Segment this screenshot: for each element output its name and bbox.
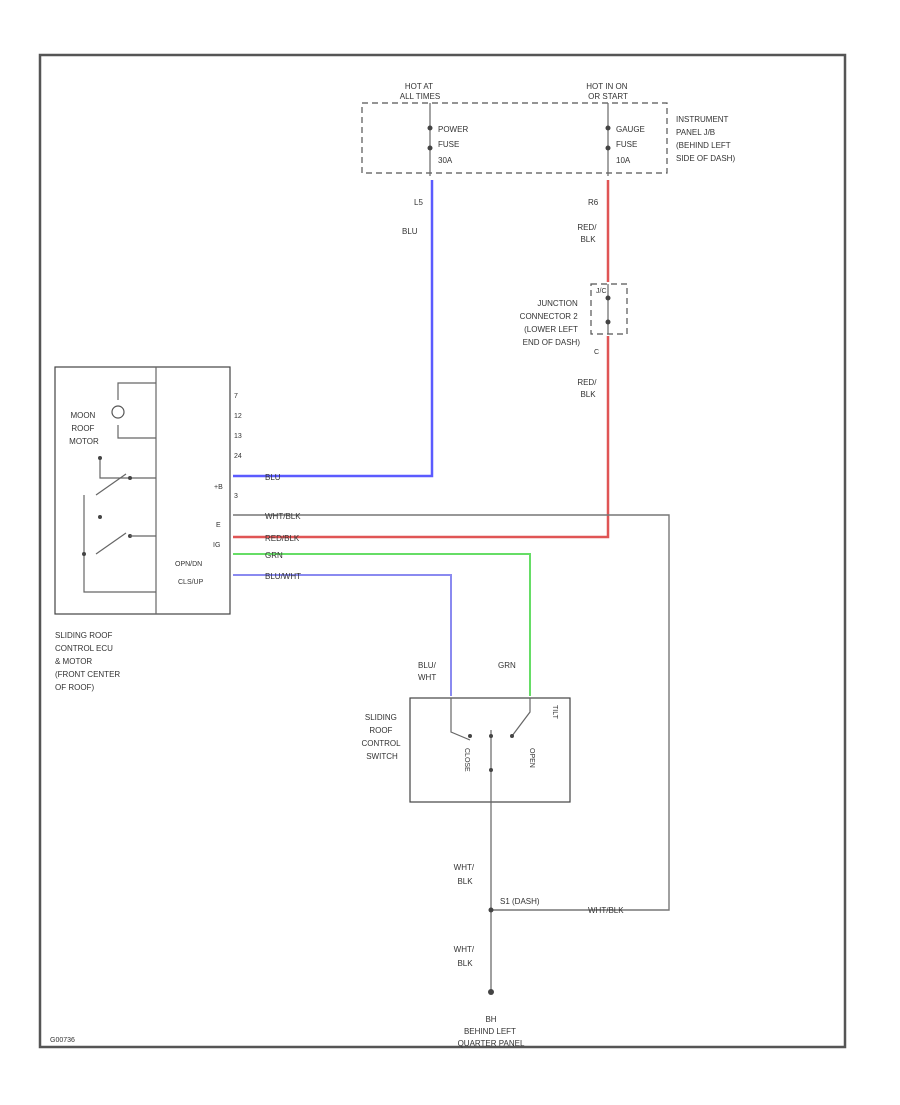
junction-node-bottom [605, 319, 611, 325]
ecu-relay-contact-upper [95, 473, 127, 496]
wire-wht-blk-ecu [233, 514, 670, 911]
junction-top-pin: J/C [596, 288, 607, 295]
wire-ground-color-2: WHT/ BLK [454, 945, 477, 968]
ground-label: BEHIND LEFT QUARTER PANEL [458, 1027, 525, 1048]
ecu-pin-e: E [216, 522, 221, 529]
wire-gauge-pin: R6 [588, 198, 599, 207]
switch-tilt-label: TILT [551, 705, 558, 720]
wire-blu-wht [233, 574, 452, 696]
fuse-header-right: HOT IN ON OR START [586, 82, 629, 101]
switch-close-label: CLOSE [463, 748, 470, 772]
ecu-box [54, 366, 231, 615]
ground-icon [488, 989, 494, 995]
diagram-frame [38, 53, 847, 1049]
wire-gauge-color-2: RED/ BLK [577, 378, 598, 399]
wire-ecu-blu-wht-label: BLU/WHT [265, 572, 301, 581]
wire-blu-power [233, 180, 434, 478]
ecu-close-up: CLS/UP [178, 579, 204, 586]
junction-node-top [605, 295, 611, 301]
ecu-pin-24: 24 [234, 453, 242, 460]
fuse-header-left: HOT AT ALL TIMES [400, 82, 440, 101]
ecu-pin-ig: IG [213, 542, 220, 549]
ecu-pin-13: 13 [234, 433, 242, 440]
ecu-pin-7: 7 [234, 393, 238, 400]
ecu-relay-upper [99, 458, 156, 479]
gauge-fuse-node-top [605, 125, 611, 131]
junction-label: JUNCTION CONNECTOR 2 (LOWER LEFT END OF … [520, 299, 581, 347]
wire-power-pin: L5 [414, 198, 423, 207]
switch-node-open [510, 734, 514, 738]
motor-icon [111, 405, 125, 419]
wire-sw-grn-label: GRN [498, 661, 516, 670]
ground-id: BH [485, 1015, 496, 1024]
fuse-box [361, 102, 668, 174]
switch-node-common [489, 734, 493, 738]
wire-gauge-color-1: RED/ BLK [577, 223, 598, 244]
wire-ecu-blu-label: BLU [265, 473, 281, 482]
ecu-open-down: OPN/DN [175, 561, 202, 568]
wire-red-ecu [233, 336, 610, 539]
switch-open-path [511, 698, 531, 737]
wire-ground-run-label: WHT/BLK [588, 906, 624, 915]
wire-ecu-wht-blk-label: WHT/BLK [265, 512, 301, 521]
fuse-box-location: INSTRUMENT PANEL J/B (BEHIND LEFT SIDE O… [676, 115, 735, 163]
ecu-relay-node-1 [98, 456, 102, 460]
ecu-relay-side [83, 495, 156, 593]
wire-power-color: BLU [402, 227, 418, 236]
diagram-id: G00736 [50, 1037, 75, 1044]
switch-box [409, 697, 571, 803]
power-fuse-node-bottom [427, 145, 433, 151]
switch-close-path [450, 698, 471, 741]
splice-label: S1 (DASH) [500, 897, 540, 906]
ecu-label: SLIDING ROOF CONTROL ECU & MOTOR (FRONT … [55, 631, 122, 692]
switch-node-close [468, 734, 472, 738]
switch-label: SLIDING ROOF CONTROL SWITCH [361, 713, 402, 761]
ecu-relay-node-5 [82, 552, 86, 556]
ecu-motor-label: MOON ROOF MOTOR [69, 411, 99, 446]
ecu-relay-contact-lower [95, 532, 127, 555]
wire-ground-color-1: WHT/ BLK [454, 863, 477, 886]
gauge-fuse-label: GAUGE FUSE 10A [616, 125, 647, 165]
wire-ecu-grn-label: GRN [265, 551, 283, 560]
wire-ecu-red-blk-label: RED/BLK [265, 534, 300, 543]
junction-bottom-pin: C [594, 349, 599, 356]
ecu-motor-lead [117, 382, 156, 400]
ecu-pin-3: 3 [234, 493, 238, 500]
power-fuse-label: POWER FUSE 30A [438, 125, 470, 165]
wire-grn [233, 553, 531, 696]
ecu-relay-node-3 [98, 515, 102, 519]
power-fuse-node-top [427, 125, 433, 131]
ecu-pin-b: +B [214, 484, 223, 491]
splice-node [488, 907, 494, 913]
switch-node-lower [489, 768, 493, 772]
junction-connector-box [590, 283, 628, 335]
switch-open-label: OPEN [528, 748, 535, 768]
ecu-motor-lead-2 [117, 425, 156, 439]
wire-sw-blu-wht-label: BLU/ WHT [418, 661, 438, 682]
ecu-pin-12: 12 [234, 413, 242, 420]
ecu-relay-node-2 [128, 476, 132, 480]
gauge-fuse-node-bottom [605, 145, 611, 151]
